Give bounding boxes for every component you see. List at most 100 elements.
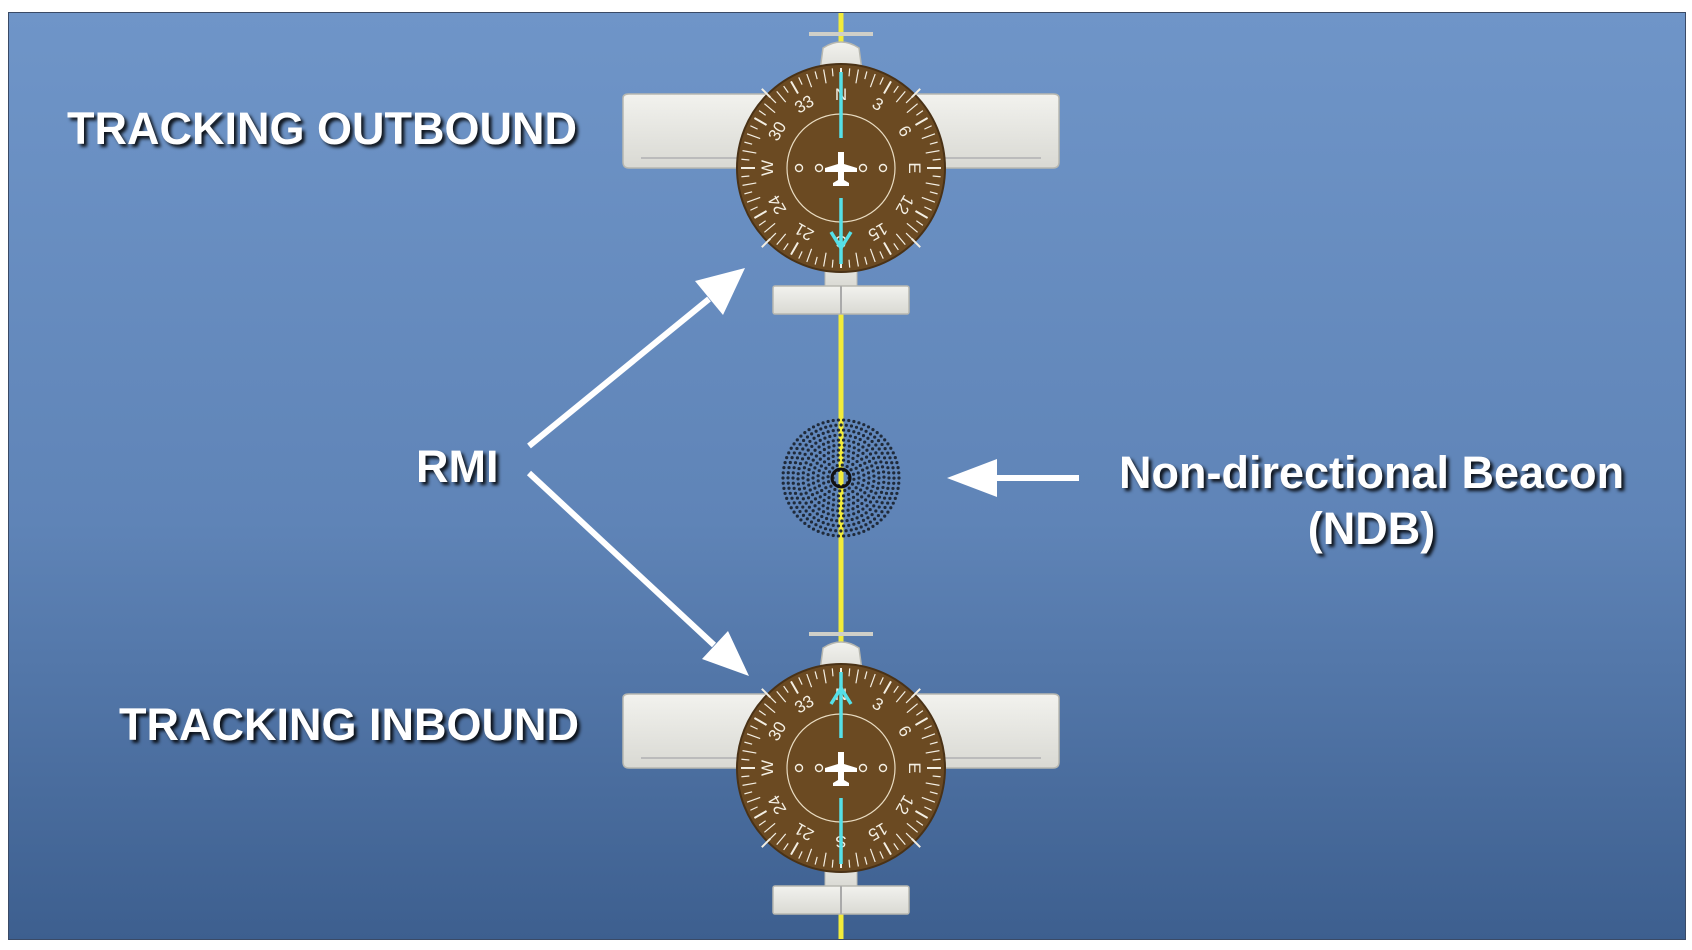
compass-tick [895, 833, 906, 845]
compass-tick [744, 791, 753, 795]
compass-tick [750, 206, 758, 211]
compass-tick [916, 820, 924, 826]
compass-tick [895, 91, 906, 103]
compass-tick [742, 782, 757, 786]
compass-tick [893, 243, 899, 251]
arrow-rmi-to-outbound [527, 268, 745, 449]
compass-tick [742, 182, 757, 186]
compass-tick [776, 233, 787, 245]
rmi-label: RMI [416, 441, 499, 492]
compass-tick [750, 806, 758, 811]
compass-tick [764, 222, 776, 233]
compass-tick [764, 703, 776, 714]
compass-tick [814, 671, 818, 680]
compass-tick [906, 222, 918, 233]
compass-tick [929, 791, 938, 795]
compass-tick [924, 725, 932, 730]
compass-tick [746, 796, 761, 803]
compass-tick [883, 841, 892, 856]
compass-tick [848, 859, 851, 868]
compass-tick [869, 73, 876, 88]
compass-label: E [905, 162, 924, 173]
airplane-icon [825, 152, 857, 186]
compass-tick [893, 685, 899, 693]
compass-tick [814, 71, 818, 80]
rmi-dial-inbound: N36E1215S2124W3033 [736, 663, 946, 873]
compass-tick [783, 243, 789, 251]
compass-tick [746, 733, 761, 740]
compass-tick [879, 77, 884, 85]
compass-tick [924, 206, 932, 211]
compass-tick [932, 775, 941, 778]
compass-tick [905, 696, 913, 704]
ndb-label: Non-directional Beacon (NDB) [1119, 445, 1624, 557]
compass-tick [744, 191, 753, 195]
compass-tick [869, 248, 876, 263]
compass-tick [746, 196, 761, 203]
compass-tick [790, 680, 799, 695]
compass-tick [906, 822, 918, 833]
compass-tick [741, 758, 750, 761]
compass-tick [864, 256, 868, 265]
compass-tick [806, 673, 813, 688]
compass-tick [823, 69, 827, 84]
compass-tick [855, 852, 859, 867]
compass-tick [741, 158, 750, 161]
ndb-beacon-icon [781, 418, 901, 538]
ndb-label-line2: (NDB) [1307, 503, 1436, 554]
compass-tick [744, 141, 753, 145]
compass-tick [893, 85, 899, 93]
compass-tick [883, 241, 892, 256]
compass-label: E [905, 762, 924, 773]
compass-tick [806, 73, 813, 88]
compass-tick [742, 750, 757, 754]
compass-tick [921, 133, 936, 140]
compass-tick [790, 841, 799, 856]
rmi-needle-inbound [829, 672, 853, 864]
compass-tick [798, 677, 803, 685]
compass-tick [895, 233, 906, 245]
compass-tick [883, 680, 892, 695]
compass-tick [932, 758, 941, 761]
compass-tick [776, 691, 787, 703]
compass-tick [932, 175, 941, 178]
compass-tick [848, 668, 851, 677]
compass-tick [924, 806, 932, 811]
compass-tick [741, 775, 750, 778]
compass-tick [906, 703, 918, 714]
compass-tick [806, 848, 813, 863]
compass-tick [750, 125, 758, 130]
compass-tick [914, 717, 929, 726]
compass-tick [753, 810, 768, 819]
tracking-outbound-label: TRACKING OUTBOUND [67, 103, 577, 154]
compass-tick [783, 843, 789, 851]
compass-tick [893, 843, 899, 851]
compass-tick [764, 822, 776, 833]
compass-tick [864, 856, 868, 865]
compass-tick [814, 856, 818, 865]
compass-tick [769, 696, 777, 704]
compass-tick [814, 256, 818, 265]
compass-tick [798, 851, 803, 859]
navigation-diagram: N36E1215S2124W3033 N36E1215S2124W3033 [526, 13, 1079, 939]
compass-tick [864, 71, 868, 80]
compass-tick [895, 691, 906, 703]
compass-tick [914, 117, 929, 126]
compass-tick [823, 669, 827, 684]
compass-tick [783, 685, 789, 693]
compass-tick [831, 259, 834, 268]
compass-tick [916, 110, 924, 116]
compass-tick [758, 820, 766, 826]
compass-tick [758, 710, 766, 716]
compass-tick [790, 241, 799, 256]
compass-label: W [758, 760, 777, 776]
compass-tick [783, 85, 789, 93]
diagram-canvas: N36E1215S2124W3033 N36E1215S2124W3033 TR… [8, 12, 1686, 940]
compass-tick [905, 832, 913, 840]
compass-tick [879, 251, 884, 259]
compass-tick [921, 196, 936, 203]
compass-label: W [758, 160, 777, 176]
aircraft-outbound: N36E1215S2124W3033 [622, 32, 1060, 315]
rmi-needle-outbound [829, 72, 853, 264]
compass-tick [883, 80, 892, 95]
